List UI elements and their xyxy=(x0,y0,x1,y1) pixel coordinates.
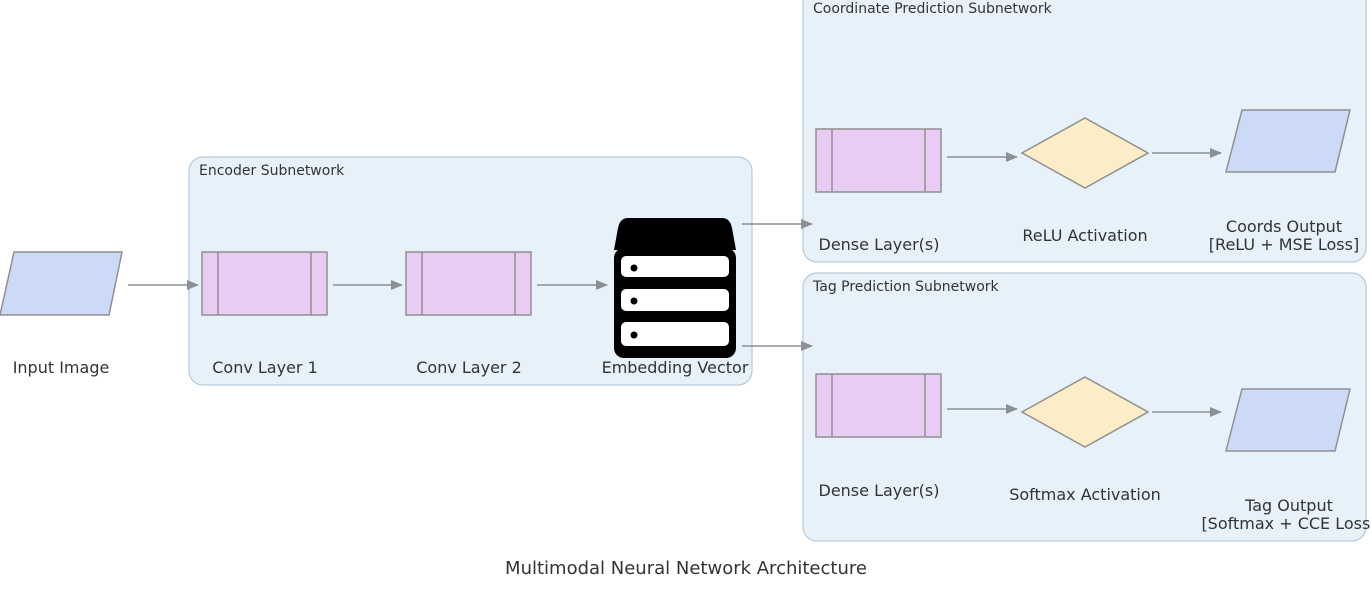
conv-layer-1-shape xyxy=(201,251,328,316)
relu-activation-shape xyxy=(1020,117,1150,189)
embedding-vector-label: Embedding Vector xyxy=(601,358,749,377)
coords-output-label-line2: [ReLU + MSE Loss] xyxy=(1208,235,1360,254)
tag-cluster-title: Tag Prediction Subnetwork xyxy=(813,279,999,295)
input-image-label: Input Image xyxy=(12,358,110,377)
tag-output-label-line1: Tag Output xyxy=(1245,496,1333,515)
conv-layer-2-label: Conv Layer 2 xyxy=(416,358,522,377)
database-icon xyxy=(614,218,736,358)
coord-cluster-title: Coordinate Prediction Subnetwork xyxy=(813,1,1052,17)
tag-output-shape xyxy=(1225,388,1351,452)
encoder-cluster-title: Encoder Subnetwork xyxy=(199,163,345,179)
diagram-caption: Multimodal Neural Network Architecture xyxy=(505,558,867,579)
softmax-activation-label: Softmax Activation xyxy=(1009,485,1161,504)
softmax-activation-shape xyxy=(1020,376,1150,448)
coords-output-label-line1: Coords Output xyxy=(1225,217,1343,236)
coords-output-shape xyxy=(1225,109,1351,173)
conv-layer-2-shape xyxy=(405,251,532,316)
input-image-shape xyxy=(0,251,123,316)
dense-coord-label: Dense Layer(s) xyxy=(818,235,940,254)
dense-tag-label: Dense Layer(s) xyxy=(818,481,940,500)
relu-activation-label: ReLU Activation xyxy=(1022,226,1148,245)
dense-coord-shape xyxy=(815,128,942,193)
tag-output-label-line2: [Softmax + CCE Loss] xyxy=(1201,514,1372,533)
dense-tag-shape xyxy=(815,373,942,438)
conv-layer-1-label: Conv Layer 1 xyxy=(212,358,318,377)
